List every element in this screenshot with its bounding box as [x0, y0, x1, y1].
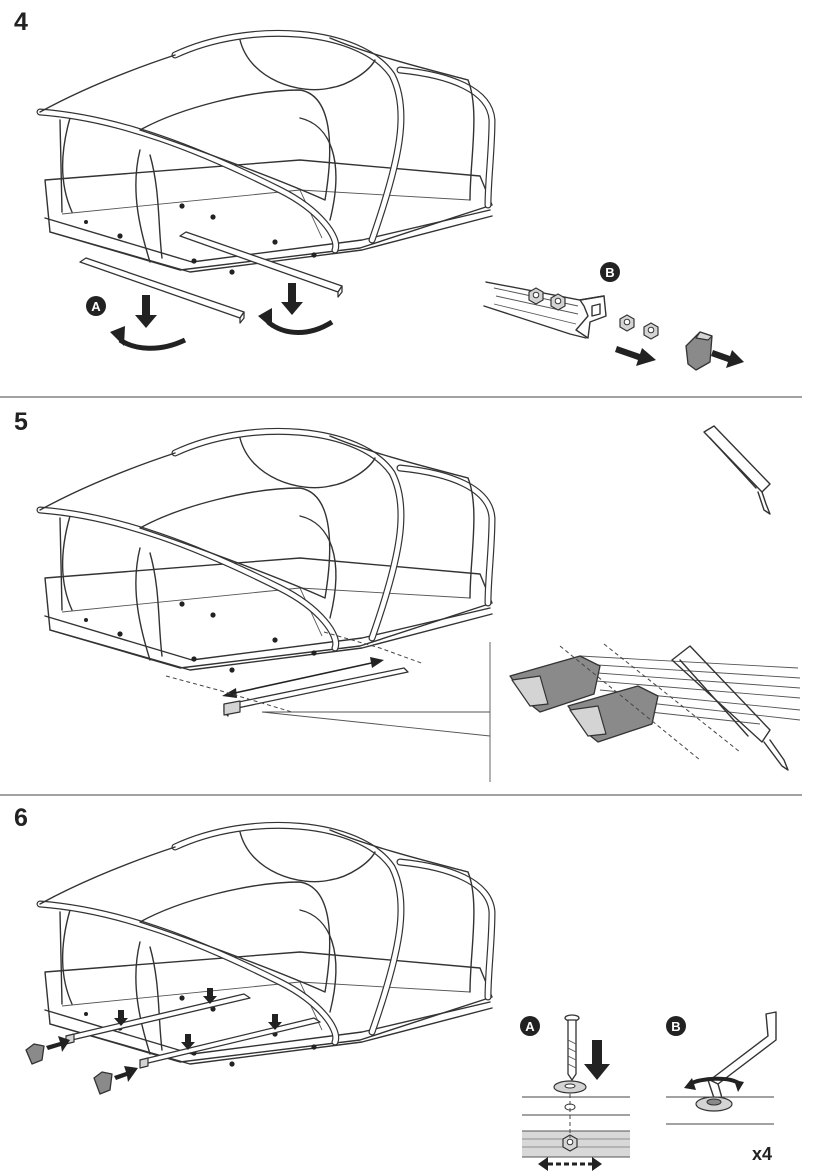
rail-left-step-4 — [79, 257, 245, 324]
washer-icon — [695, 1096, 733, 1112]
hacksaw-icon — [703, 425, 771, 515]
loose-nuts — [619, 314, 659, 340]
quantity-label: x4 — [752, 1144, 772, 1164]
svg-text:A: A — [91, 299, 101, 314]
tent-step-5 — [40, 431, 492, 672]
svg-text:B: B — [605, 265, 614, 280]
end-cap-icon — [25, 1043, 113, 1095]
hacksaw-cutting-icon — [671, 645, 789, 771]
rail-detail-step-4 — [483, 281, 607, 339]
callout-a-step-4: A — [86, 296, 106, 316]
rail-section — [522, 1130, 630, 1158]
nut-icon — [528, 287, 544, 305]
measure-arrow-icon — [222, 657, 384, 698]
mounted-rails-step-6 — [65, 993, 321, 1069]
rail-right-step-4 — [179, 231, 343, 298]
tent-step-4 — [40, 33, 492, 274]
panel-section — [522, 1096, 630, 1116]
svg-text:A: A — [525, 1019, 535, 1034]
step-4-number: 4 — [14, 8, 28, 36]
callout-a-step-6: A — [520, 1016, 540, 1036]
rail-step-5 — [223, 667, 409, 717]
slide-arrow-icon — [538, 1157, 602, 1171]
right-arrow-icon — [46, 1036, 70, 1052]
down-arrow-icon — [135, 283, 303, 328]
rotate-arrow-icon — [110, 308, 334, 351]
end-cap-icon — [685, 331, 713, 371]
right-arrow-icon — [615, 346, 656, 366]
callout-b-step-4: B — [600, 262, 620, 282]
small-arrow-icon — [114, 988, 282, 1050]
rotate-arrow-icon — [684, 1076, 744, 1092]
panel-section — [666, 1096, 774, 1125]
rail-cut-detail — [509, 643, 801, 761]
right-arrow-icon — [711, 350, 744, 368]
step-5-number: 5 — [14, 408, 28, 436]
washer-icon — [553, 1080, 587, 1094]
bolt-icon — [564, 1014, 580, 1081]
svg-text:B: B — [671, 1019, 680, 1034]
right-arrow-icon — [114, 1066, 138, 1082]
down-arrow-icon — [584, 1040, 610, 1080]
step-6-number: 6 — [14, 804, 28, 832]
callout-b-step-6: B — [666, 1016, 686, 1036]
